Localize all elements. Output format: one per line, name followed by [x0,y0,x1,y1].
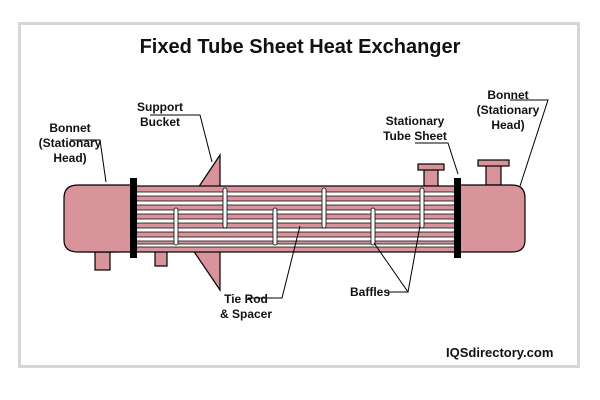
baffle [272,207,278,246]
tube [134,236,456,242]
tube [134,227,456,233]
leader-bonnet-right [510,99,549,187]
label-baffles: Baffles [349,285,390,299]
leader-tube-sheet [415,142,459,175]
baffle [321,187,327,229]
label-stationary-tube-sheet: Stationary Tube Sheet [383,114,447,143]
label-bonnet-left: Bonnet (Stationary Head) [38,121,102,165]
tube [134,191,456,197]
leader-baffle-b [407,225,421,293]
source-credit: IQSdirectory.com [446,345,554,360]
leader-tie-rod [248,225,301,299]
leader-bonnet-left [70,139,107,183]
right-bonnet [455,184,526,253]
right-top-nozzle [477,159,510,186]
tube [134,218,456,224]
tube [134,200,456,206]
baffle [419,187,425,229]
label-bonnet-right: Bonnet (Stationary Head) [476,88,540,132]
baffle [222,187,228,229]
shell-top-nozzle [417,163,445,187]
baffle [370,207,376,246]
label-support-bucket: Support Bucket [137,100,183,129]
leader-support-bucket [150,114,213,163]
right-tube-sheet [454,178,461,258]
label-tie-rod: Tie Rod & Spacer [219,292,273,321]
left-tube-sheet [130,178,137,258]
tube [134,209,456,215]
leader-lines [70,99,549,299]
left-bonnet [63,184,133,253]
baffle [173,207,179,246]
baffles [173,187,425,246]
diagram-title: Fixed Tube Sheet Heat Exchanger [139,36,461,58]
